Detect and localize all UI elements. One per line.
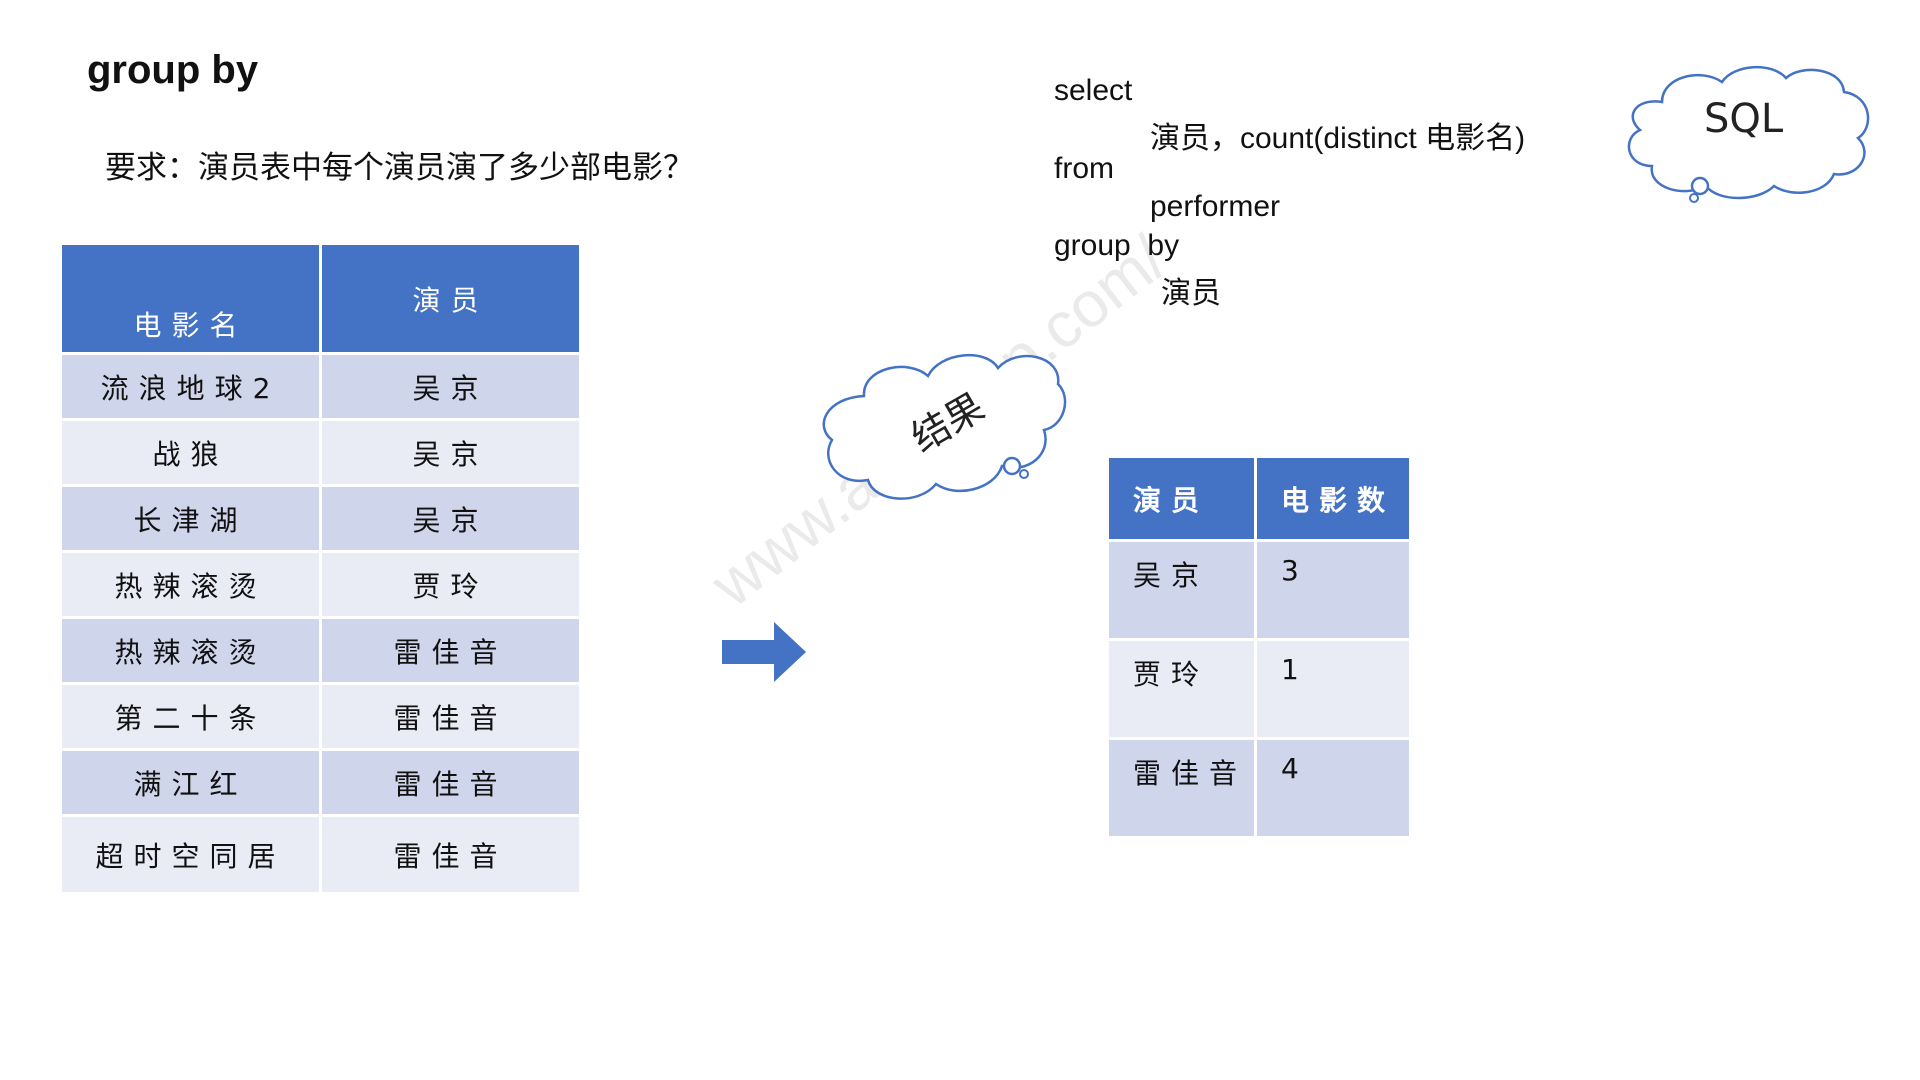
source-table: 电影名 演员 流浪地球2 吴京 战狼 吴京 长津湖 吴京 热辣滚烫 贾玲 热辣滚… xyxy=(59,242,582,895)
sql-line-group-column: 演员 xyxy=(1161,277,1221,310)
header-movie-count: 电影数 xyxy=(1257,458,1409,539)
cell-actor: 吴京 xyxy=(322,487,579,550)
table-row: 贾玲 1 xyxy=(1109,641,1409,737)
cell-actor: 雷佳音 xyxy=(322,817,579,892)
cell-actor: 雷佳音 xyxy=(1109,740,1254,836)
table-row: 满江红 雷佳音 xyxy=(62,751,579,814)
cell-actor: 吴京 xyxy=(322,355,579,418)
sql-line-table: performer xyxy=(1150,190,1281,223)
sql-line-from: from xyxy=(1054,152,1114,185)
cell-movie: 战狼 xyxy=(62,421,319,484)
cell-movie: 热辣滚烫 xyxy=(62,619,319,682)
result-table: 演员 电影数 吴京 3 贾玲 1 雷佳音 4 xyxy=(1106,455,1412,839)
cell-actor: 吴京 xyxy=(1109,542,1254,638)
sql-line-columns: 演员，count(distinct 电影名) xyxy=(1150,122,1526,155)
header-movie-name: 电影名 xyxy=(62,245,319,352)
table-row: 流浪地球2 吴京 xyxy=(62,355,579,418)
sql-line-select: select xyxy=(1054,74,1133,107)
sql-cloud-label: SQL xyxy=(1704,96,1784,142)
slide-title: group by xyxy=(87,48,259,92)
cell-actor: 贾玲 xyxy=(1109,641,1254,737)
cell-movie: 第二十条 xyxy=(62,685,319,748)
cell-movie: 满江红 xyxy=(62,751,319,814)
cell-movie: 流浪地球2 xyxy=(62,355,319,418)
table-row: 吴京 3 xyxy=(1109,542,1409,638)
cell-count: 1 xyxy=(1257,641,1409,737)
table-row: 热辣滚烫 雷佳音 xyxy=(62,619,579,682)
cell-count: 4 xyxy=(1257,740,1409,836)
cell-actor: 雷佳音 xyxy=(322,685,579,748)
requirement-text: 要求：演员表中每个演员演了多少部电影？ xyxy=(105,150,694,186)
table-row: 战狼 吴京 xyxy=(62,421,579,484)
cell-actor: 雷佳音 xyxy=(322,619,579,682)
right-arrow-icon xyxy=(722,622,806,682)
table-row: 热辣滚烫 贾玲 xyxy=(62,553,579,616)
table-row: 长津湖 吴京 xyxy=(62,487,579,550)
cell-actor: 贾玲 xyxy=(322,553,579,616)
sql-cloud-icon xyxy=(1627,65,1870,203)
header-actor: 演员 xyxy=(322,245,579,352)
cell-movie: 超时空同居 xyxy=(62,817,319,892)
cell-movie: 热辣滚烫 xyxy=(62,553,319,616)
table-row: 第二十条 雷佳音 xyxy=(62,685,579,748)
header-actor: 演员 xyxy=(1109,458,1254,539)
result-cloud-icon xyxy=(822,354,1067,500)
table-row: 超时空同居 雷佳音 xyxy=(62,817,579,892)
cell-actor: 雷佳音 xyxy=(322,751,579,814)
table-row: 雷佳音 4 xyxy=(1109,740,1409,836)
cell-movie: 长津湖 xyxy=(62,487,319,550)
sql-line-group-by: group by xyxy=(1054,229,1180,262)
cell-actor: 吴京 xyxy=(322,421,579,484)
cell-count: 3 xyxy=(1257,542,1409,638)
